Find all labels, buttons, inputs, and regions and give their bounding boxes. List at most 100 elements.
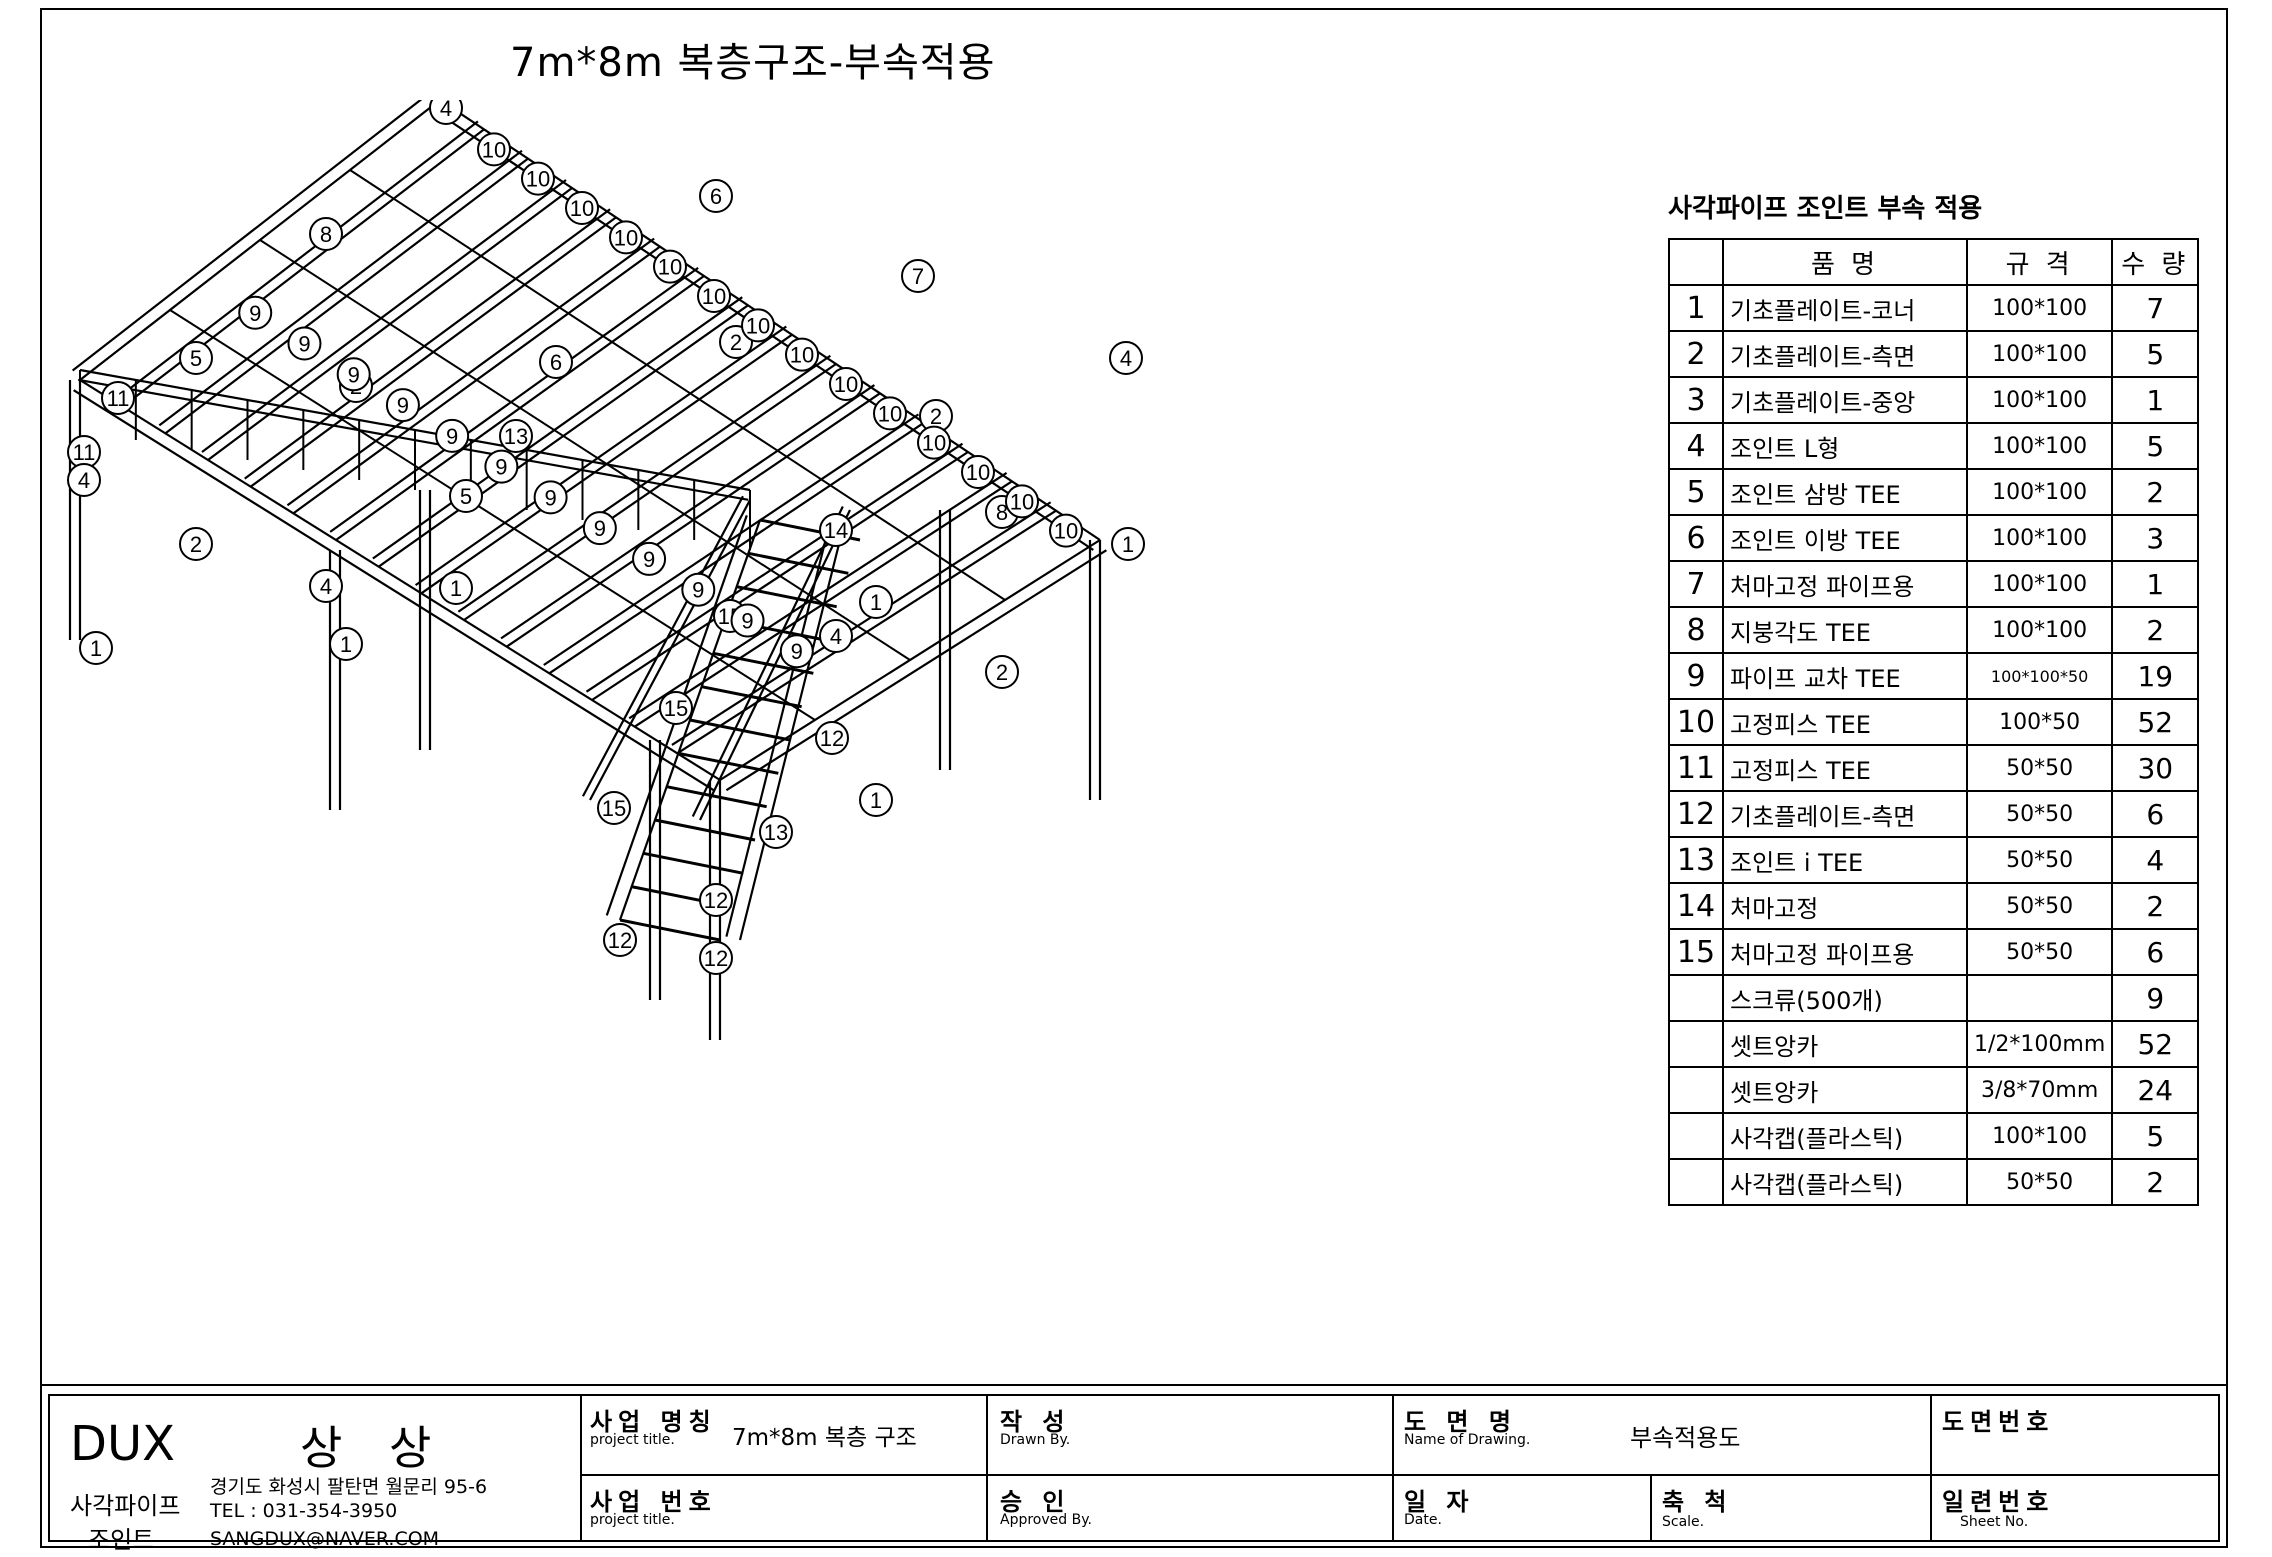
svg-text:6: 6 — [550, 350, 562, 375]
svg-text:9: 9 — [348, 362, 360, 387]
bom-row-name: 처마고정 파이프용 — [1722, 560, 1968, 608]
tagline-1: 사각파이프 — [70, 1492, 181, 1520]
deck-joist — [543, 413, 920, 666]
bom-row-qty: 19 — [2111, 652, 2200, 700]
bom-row-spec: 100*100 — [1965, 468, 2114, 516]
bom-row-qty: 1 — [2111, 376, 2200, 424]
bom-row-number: 13 — [1668, 836, 1724, 884]
bom-row-number: 7 — [1668, 560, 1724, 608]
part-callout: 12 — [603, 923, 637, 957]
svg-text:9: 9 — [249, 301, 261, 326]
bom-row-number: 14 — [1668, 882, 1724, 930]
drawing-name-label: 도 면 명 — [1404, 1408, 1517, 1436]
svg-text:1: 1 — [870, 590, 882, 615]
part-callout: 13 — [499, 419, 533, 453]
svg-text:9: 9 — [544, 485, 556, 510]
bom-row-number — [1668, 1066, 1724, 1114]
bom-row-qty: 52 — [2111, 698, 2200, 746]
svg-text:10: 10 — [570, 196, 594, 221]
bom-row-name: 파이프 교차 TEE — [1722, 652, 1968, 700]
bom-row-name: 사각캡(플라스틱) — [1722, 1112, 1968, 1160]
svg-text:9: 9 — [298, 332, 310, 357]
sheet-no-label: 일련번호 — [1942, 1488, 2055, 1516]
tb-divider — [1650, 1474, 1652, 1540]
bom-row-spec — [1965, 974, 2114, 1022]
svg-text:9: 9 — [495, 455, 507, 480]
part-callout: 9 — [385, 388, 420, 423]
bom-row-spec: 100*100 — [1965, 560, 2114, 608]
stair-tread — [748, 551, 849, 575]
svg-text:5: 5 — [190, 346, 202, 371]
drawing-no-label: 도면번호 — [1942, 1408, 2055, 1436]
svg-text:10: 10 — [834, 372, 858, 397]
bom-row-name: 기초플레이트-측면 — [1722, 790, 1968, 838]
bom-header-no — [1668, 238, 1724, 286]
part-callout: 2 — [919, 399, 953, 433]
bom-row-name: 지붕각도 TEE — [1722, 606, 1968, 654]
deck-joist — [115, 120, 479, 400]
project-no-label: 사업 번호 — [590, 1488, 717, 1516]
stair-handrail — [581, 495, 744, 797]
stair-tread — [736, 585, 837, 609]
company-name-ko: 상 상 — [300, 1421, 448, 1475]
part-callout: 1 — [1111, 527, 1145, 561]
svg-text:14: 14 — [824, 518, 848, 543]
bom-row-name: 기초플레이트-코너 — [1722, 284, 1968, 332]
svg-text:12: 12 — [704, 946, 728, 971]
bom-row-qty: 2 — [2111, 468, 2200, 516]
svg-text:10: 10 — [526, 167, 550, 192]
drawing-name-label-en: Name of Drawing. — [1404, 1432, 1531, 1448]
svg-text:10: 10 — [1010, 489, 1034, 514]
svg-text:10: 10 — [702, 284, 726, 309]
svg-text:10: 10 — [746, 313, 770, 338]
svg-text:10: 10 — [922, 431, 946, 456]
part-callout: 8 — [309, 217, 343, 251]
bom-row-qty: 3 — [2111, 514, 2200, 562]
bom-row-spec: 50*50 — [1965, 882, 2114, 930]
svg-text:6: 6 — [710, 184, 722, 209]
deck-joist — [585, 442, 964, 693]
svg-text:9: 9 — [594, 516, 606, 541]
svg-text:9: 9 — [692, 578, 704, 603]
approved-by-label: 승 인 — [1000, 1488, 1071, 1516]
edge-beam — [725, 549, 1107, 792]
bom-row-qty: 2 — [2111, 1158, 2200, 1206]
bom-row-number: 3 — [1668, 376, 1724, 424]
svg-text:15: 15 — [602, 796, 626, 821]
bom-row-number: 15 — [1668, 928, 1724, 976]
deck-purlin — [169, 309, 816, 721]
part-callout: 10 — [785, 337, 819, 372]
part-callout: 9 — [779, 634, 814, 669]
bom-row-spec: 100*100*50 — [1965, 652, 2114, 700]
deck-purlin — [349, 169, 1006, 601]
part-callout: 6 — [539, 345, 573, 379]
edge-beam — [71, 100, 423, 372]
title-block-frame: DUX 상 상 사각파이프 조인트 경기도 화성시 팔탄면 월문리 95-6 T… — [48, 1394, 2220, 1554]
title-block: DUX 상 상 사각파이프 조인트 경기도 화성시 팔탄면 월문리 95-6 T… — [40, 1384, 2228, 1554]
svg-text:9: 9 — [397, 393, 409, 418]
svg-text:9: 9 — [741, 608, 753, 633]
bom-row-qty: 5 — [2111, 422, 2200, 470]
deck-joist — [286, 237, 655, 507]
drawn-by-label-en: Drawn By. — [1000, 1432, 1071, 1448]
part-callout: 10 — [477, 132, 511, 167]
bom-row-name: 조인트 i TEE — [1722, 836, 1968, 884]
company-logo: DUX — [70, 1416, 175, 1472]
svg-text:15: 15 — [664, 696, 688, 721]
drawn-by-label: 작 성 — [1000, 1408, 1071, 1436]
sheet-no-label-en: Sheet No. — [1960, 1514, 2029, 1530]
bom-row-name: 셋트앙카 — [1722, 1066, 1968, 1114]
deck-joist — [244, 208, 611, 480]
svg-text:2: 2 — [996, 660, 1008, 685]
svg-text:10: 10 — [966, 460, 990, 485]
bom-row-name: 조인트 삼방 TEE — [1722, 468, 1968, 516]
bom-row-number: 2 — [1668, 330, 1724, 378]
part-callout: 7 — [901, 259, 935, 293]
bom-row-spec: 50*50 — [1965, 744, 2114, 792]
